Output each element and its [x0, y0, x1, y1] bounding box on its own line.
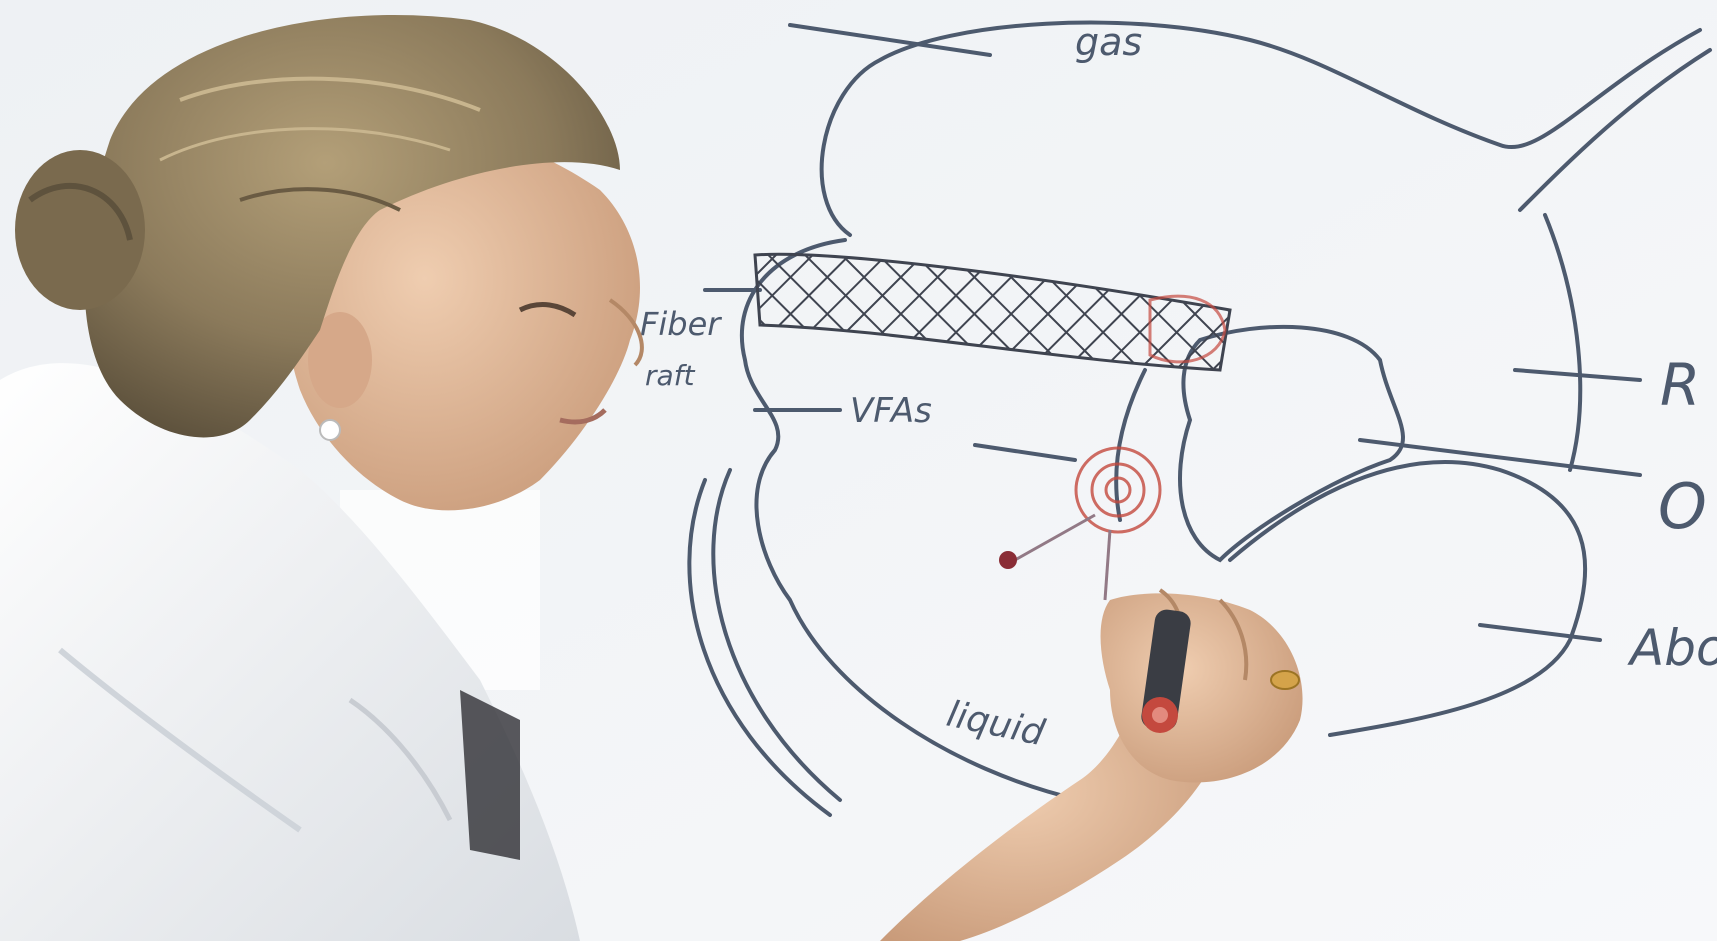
label-vfa: VFAs	[850, 391, 932, 431]
label-right-3: Abo	[1627, 619, 1717, 677]
label-right-1: R	[1660, 351, 1700, 419]
red-dot	[999, 551, 1017, 569]
label-right-2: O	[1658, 470, 1707, 543]
label-raft: raft	[645, 359, 696, 392]
label-fiber: Fiber	[640, 305, 722, 343]
label-gas: gas	[1075, 20, 1142, 64]
